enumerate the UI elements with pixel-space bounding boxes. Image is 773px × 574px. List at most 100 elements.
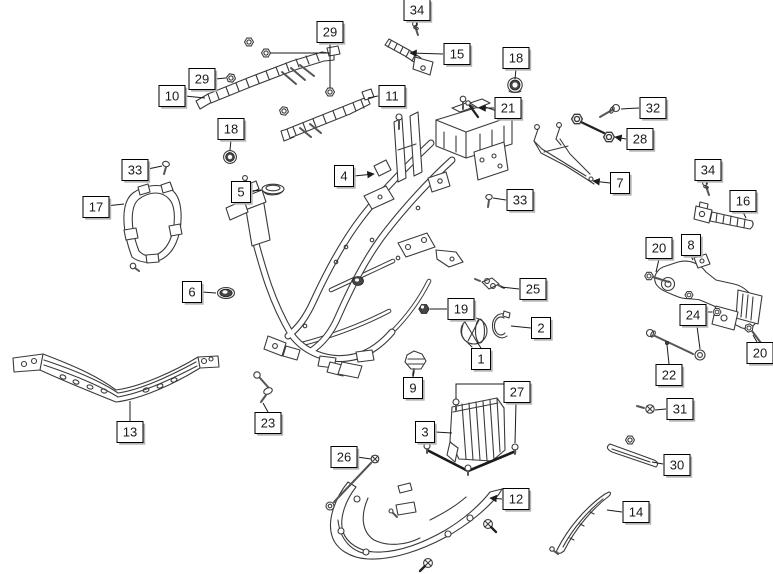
lbl-box xyxy=(121,159,149,181)
part-label-4[interactable]: 4 xyxy=(334,165,356,189)
lbl-box xyxy=(188,68,216,90)
part-number: 4 xyxy=(340,169,347,184)
part-21-bolt xyxy=(459,95,480,119)
part-label-20[interactable]: 20 xyxy=(645,237,675,261)
part-number: 33 xyxy=(128,163,142,178)
part-number: 15 xyxy=(450,47,464,62)
leader-line-20 xyxy=(655,258,660,273)
part-label-29[interactable]: 29 xyxy=(316,21,346,45)
part-label-6[interactable]: 6 xyxy=(182,281,204,305)
leader-line-9 xyxy=(412,370,415,378)
part-number: 5 xyxy=(237,185,244,200)
part-number: 34 xyxy=(701,163,715,178)
lbl-box xyxy=(116,421,144,443)
leader-line-26 xyxy=(356,456,372,460)
part-label-26[interactable]: 26 xyxy=(330,446,360,470)
lbl-box xyxy=(502,488,530,510)
part-label-27[interactable]: 27 xyxy=(503,381,533,405)
part-number: 30 xyxy=(670,458,684,473)
lbl-box xyxy=(655,364,683,386)
part-label-28[interactable]: 28 xyxy=(626,128,656,152)
part-label-34[interactable]: 34 xyxy=(403,0,433,23)
part-label-24[interactable]: 24 xyxy=(679,304,709,328)
lbl-box xyxy=(415,421,435,443)
part-label-8[interactable]: 8 xyxy=(681,234,703,258)
leader-line-32 xyxy=(620,107,640,110)
part-16-footrest xyxy=(693,201,754,230)
lbl-box xyxy=(403,0,431,21)
leader-line-4 xyxy=(353,170,375,179)
part-label-33[interactable]: 33 xyxy=(121,159,151,183)
lbl-box xyxy=(729,190,757,212)
part-label-19[interactable]: 19 xyxy=(447,298,477,322)
part-label-16[interactable]: 16 xyxy=(729,190,759,214)
part-label-7[interactable]: 7 xyxy=(610,172,632,196)
part-26-bolt xyxy=(325,454,380,511)
part-number: 9 xyxy=(409,381,416,396)
leader-line-1 xyxy=(476,341,482,349)
part-number: 23 xyxy=(261,416,275,431)
lbl-box xyxy=(378,85,406,107)
part-label-14[interactable]: 14 xyxy=(622,501,652,525)
leader-line-24 xyxy=(696,325,701,350)
lbl-box xyxy=(663,454,691,476)
part-label-23[interactable]: 23 xyxy=(254,412,284,436)
part-number: 24 xyxy=(686,308,700,323)
part-label-31[interactable]: 31 xyxy=(666,398,696,422)
leader-line-2 xyxy=(510,325,532,329)
lbl-box xyxy=(494,97,522,119)
part-20-bolts xyxy=(644,271,762,344)
part-label-30[interactable]: 30 xyxy=(663,454,693,478)
part-29-nuts xyxy=(225,37,336,117)
lbl-box xyxy=(531,317,551,339)
part-label-2[interactable]: 2 xyxy=(531,317,553,341)
part-25-clamp xyxy=(474,277,505,290)
part-label-1[interactable]: 1 xyxy=(471,348,493,372)
part-11-crossmember xyxy=(280,88,375,142)
part-label-20[interactable]: 20 xyxy=(746,342,773,366)
part-label-11[interactable]: 11 xyxy=(378,85,408,109)
part-label-13[interactable]: 13 xyxy=(116,421,146,445)
part-33-screws xyxy=(162,160,493,208)
part-2-clamp xyxy=(491,310,511,339)
part-label-34[interactable]: 34 xyxy=(694,159,724,183)
part-label-25[interactable]: 25 xyxy=(519,278,549,302)
part-22-bolt xyxy=(645,328,694,355)
part-number: 20 xyxy=(753,346,767,361)
lbl-box xyxy=(182,281,202,303)
part-label-10[interactable]: 10 xyxy=(158,85,188,109)
part-23-fastener xyxy=(253,371,273,403)
part-number: 18 xyxy=(224,122,238,137)
part-label-33[interactable]: 33 xyxy=(506,189,536,213)
part-number: 17 xyxy=(89,200,103,215)
lbl-box xyxy=(254,412,282,434)
part-15-footrest xyxy=(384,38,434,76)
lbl-box xyxy=(679,304,707,326)
part-label-17[interactable]: 17 xyxy=(82,196,112,220)
leader-line-25 xyxy=(500,286,520,290)
part-label-12[interactable]: 12 xyxy=(502,488,532,512)
part-label-29[interactable]: 29 xyxy=(188,68,218,92)
part-number: 16 xyxy=(736,194,750,209)
part-number: 13 xyxy=(123,425,137,440)
lbl-box xyxy=(645,237,673,259)
part-number: 11 xyxy=(385,89,399,104)
part-label-18[interactable]: 18 xyxy=(502,47,532,71)
part-label-9[interactable]: 9 xyxy=(403,377,425,401)
leader-lines xyxy=(105,20,758,513)
leader-line-22 xyxy=(666,344,670,365)
leader-line-12 xyxy=(489,494,503,503)
part-label-32[interactable]: 32 xyxy=(639,97,669,121)
part-label-22[interactable]: 22 xyxy=(655,364,685,388)
part-6-grommet xyxy=(216,286,236,300)
leader-line-6 xyxy=(201,291,217,294)
part-label-3[interactable]: 3 xyxy=(415,421,437,445)
part-label-15[interactable]: 15 xyxy=(443,43,473,67)
part-number: 21 xyxy=(501,101,515,116)
leader-line-14 xyxy=(606,509,623,513)
part-17-carrier-loop xyxy=(123,181,183,272)
part-label-21[interactable]: 21 xyxy=(494,97,524,121)
part-label-5[interactable]: 5 xyxy=(231,181,253,205)
part-18-grommets xyxy=(223,77,523,164)
part-label-18[interactable]: 18 xyxy=(217,118,247,142)
